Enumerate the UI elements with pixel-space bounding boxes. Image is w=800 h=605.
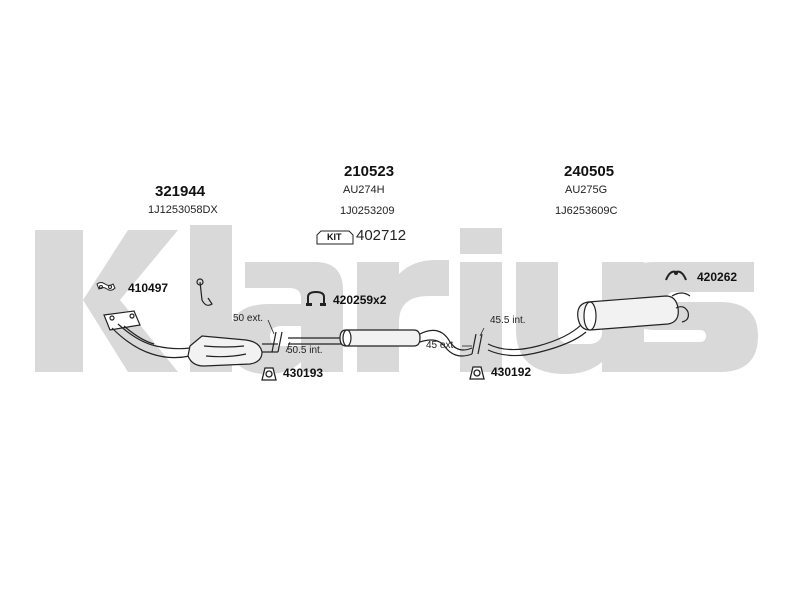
right-int-dimension: 45.5 int. <box>490 315 526 326</box>
clamp-icon <box>305 290 327 307</box>
hanger-right-part-number: 430192 <box>491 365 532 379</box>
rubber-hanger-icon-left <box>260 364 278 382</box>
gasket-icon <box>95 281 117 295</box>
brand-watermark-logo <box>35 225 758 374</box>
left-ext-dimension: 50 ext. <box>233 313 264 324</box>
middle-part-number: 210523 <box>344 163 395 180</box>
middle-pipe-drawing <box>288 329 473 357</box>
clamp-part-number: 420259x2 <box>333 293 387 307</box>
front-pipe-drawing <box>103 278 278 367</box>
gasket-part-number: 410497 <box>128 281 169 295</box>
rear-part-code: AU275G <box>565 184 608 196</box>
dimension-leaders <box>267 319 485 353</box>
kit-badge-label: KIT <box>327 232 342 242</box>
rear-part-oe: 1J6253609C <box>555 205 618 217</box>
rear-mount-part-number: 420262 <box>697 270 738 284</box>
rubber-hanger-icon-right <box>468 363 486 381</box>
front-part-number: 321944 <box>155 183 206 200</box>
middle-part-code: AU274H <box>343 184 385 196</box>
hanger-left-part-number: 430193 <box>283 366 324 380</box>
rear-mount-icon <box>664 268 688 282</box>
right-ext-dimension: 45 ext. <box>426 340 457 351</box>
rear-part-number: 240505 <box>564 163 615 180</box>
kit-number: 402712 <box>356 227 407 244</box>
kit-badge-icon: KIT <box>316 229 354 245</box>
rear-pipe-drawing <box>487 292 691 357</box>
joint-markers <box>271 331 483 355</box>
left-int-dimension: 50.5 int. <box>287 345 323 356</box>
middle-part-oe: 1J0253209 <box>340 205 395 217</box>
front-part-oe: 1J1253058DX <box>148 204 218 216</box>
